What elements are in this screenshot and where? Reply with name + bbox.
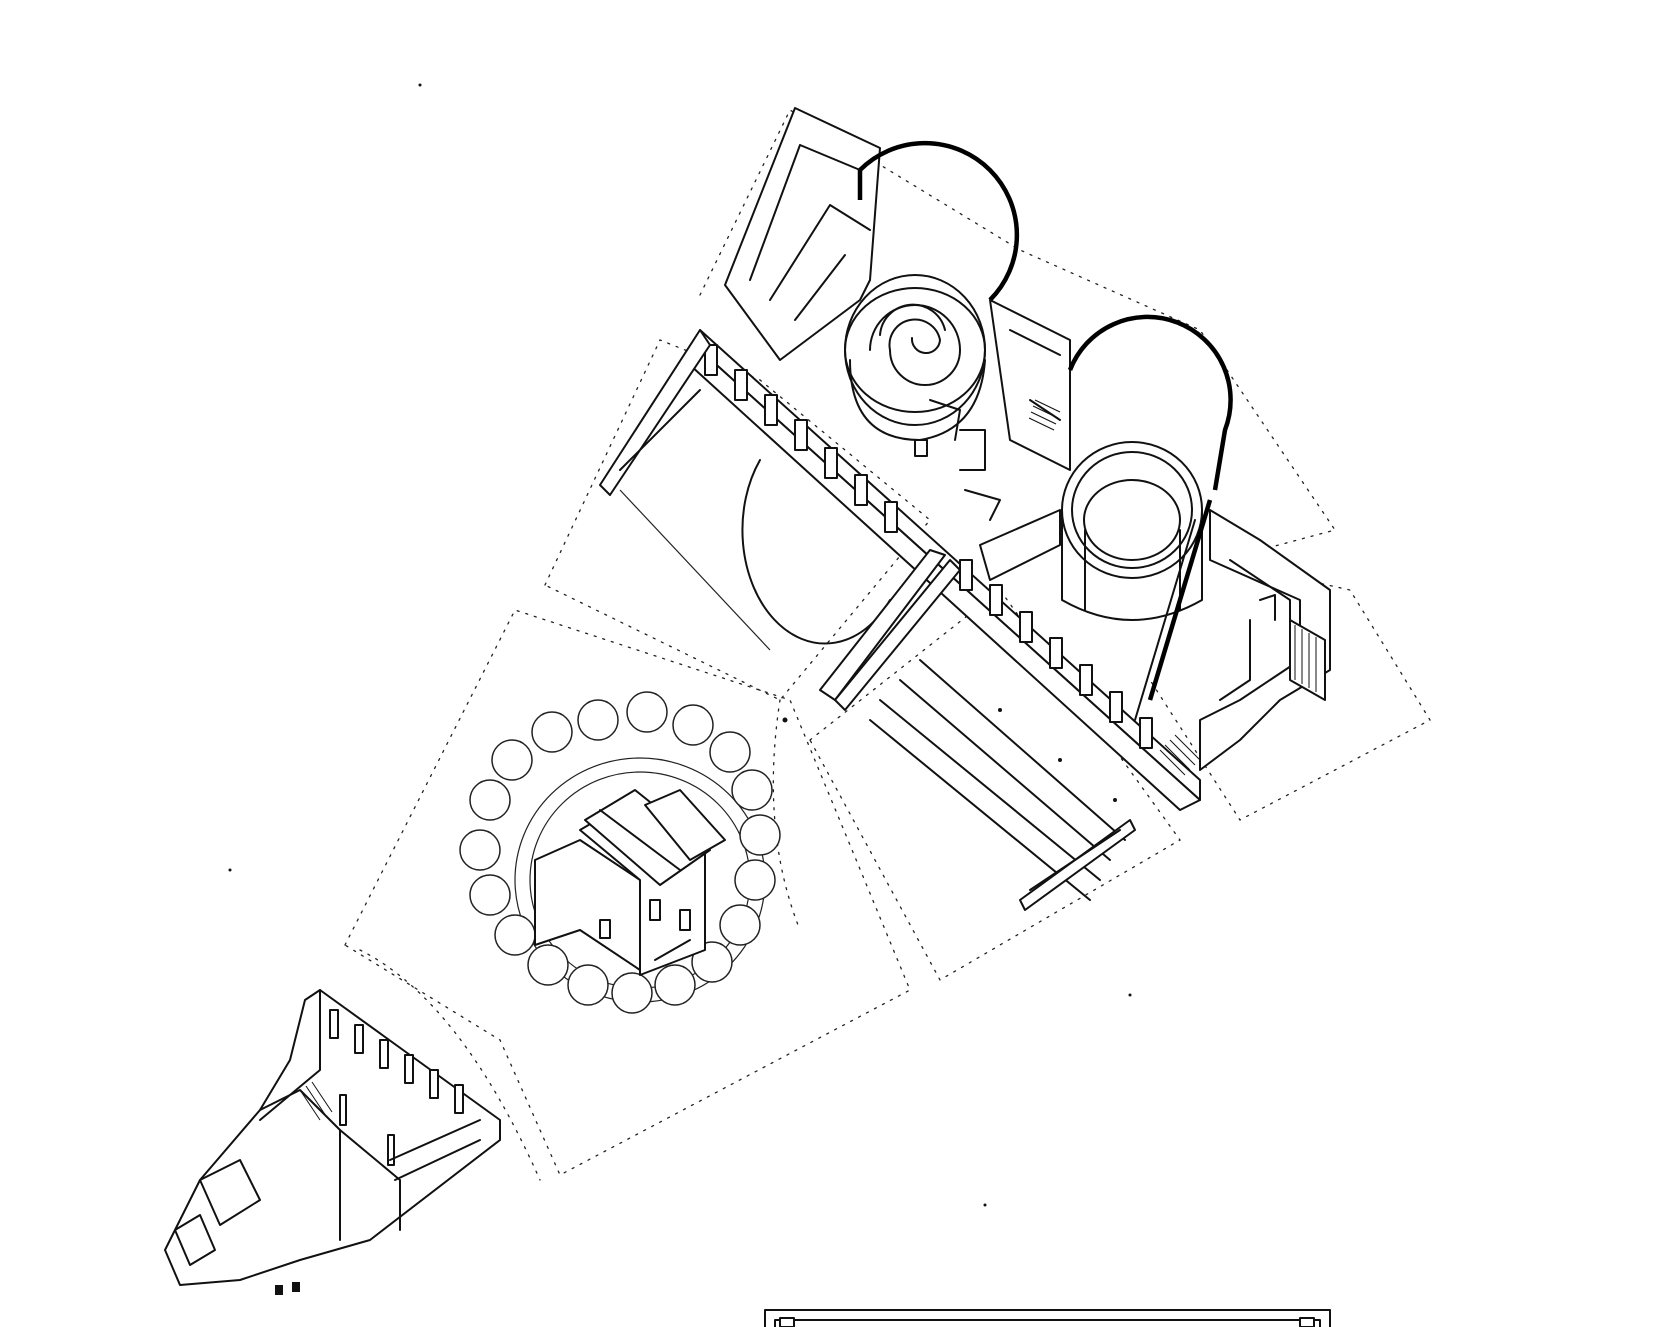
title-frame — [764, 1309, 1331, 1327]
spiral-court — [844, 274, 986, 457]
south-wing-hatch — [299, 1081, 333, 1121]
round-court — [1061, 314, 1233, 721]
spiral-court-drum-wall — [858, 140, 1020, 302]
arcade-bays — [704, 344, 1153, 749]
semicircle-garden — [619, 459, 891, 651]
south-wing — [164, 989, 501, 1295]
villa-with-tree-ring — [459, 691, 781, 1014]
east-wing — [979, 509, 1331, 771]
striped-courtyard — [819, 549, 1136, 911]
site-boundary-dotted-lines — [344, 109, 1431, 1181]
north-building — [724, 107, 1071, 521]
east-wall-hatch — [1294, 625, 1317, 692]
villa — [534, 789, 726, 976]
stair-hatch — [1028, 399, 1061, 431]
south-wing-pillars — [329, 1009, 464, 1166]
site-marker-dots — [228, 83, 1132, 1207]
tree-ring — [459, 691, 781, 1014]
end-stair — [1159, 734, 1201, 776]
